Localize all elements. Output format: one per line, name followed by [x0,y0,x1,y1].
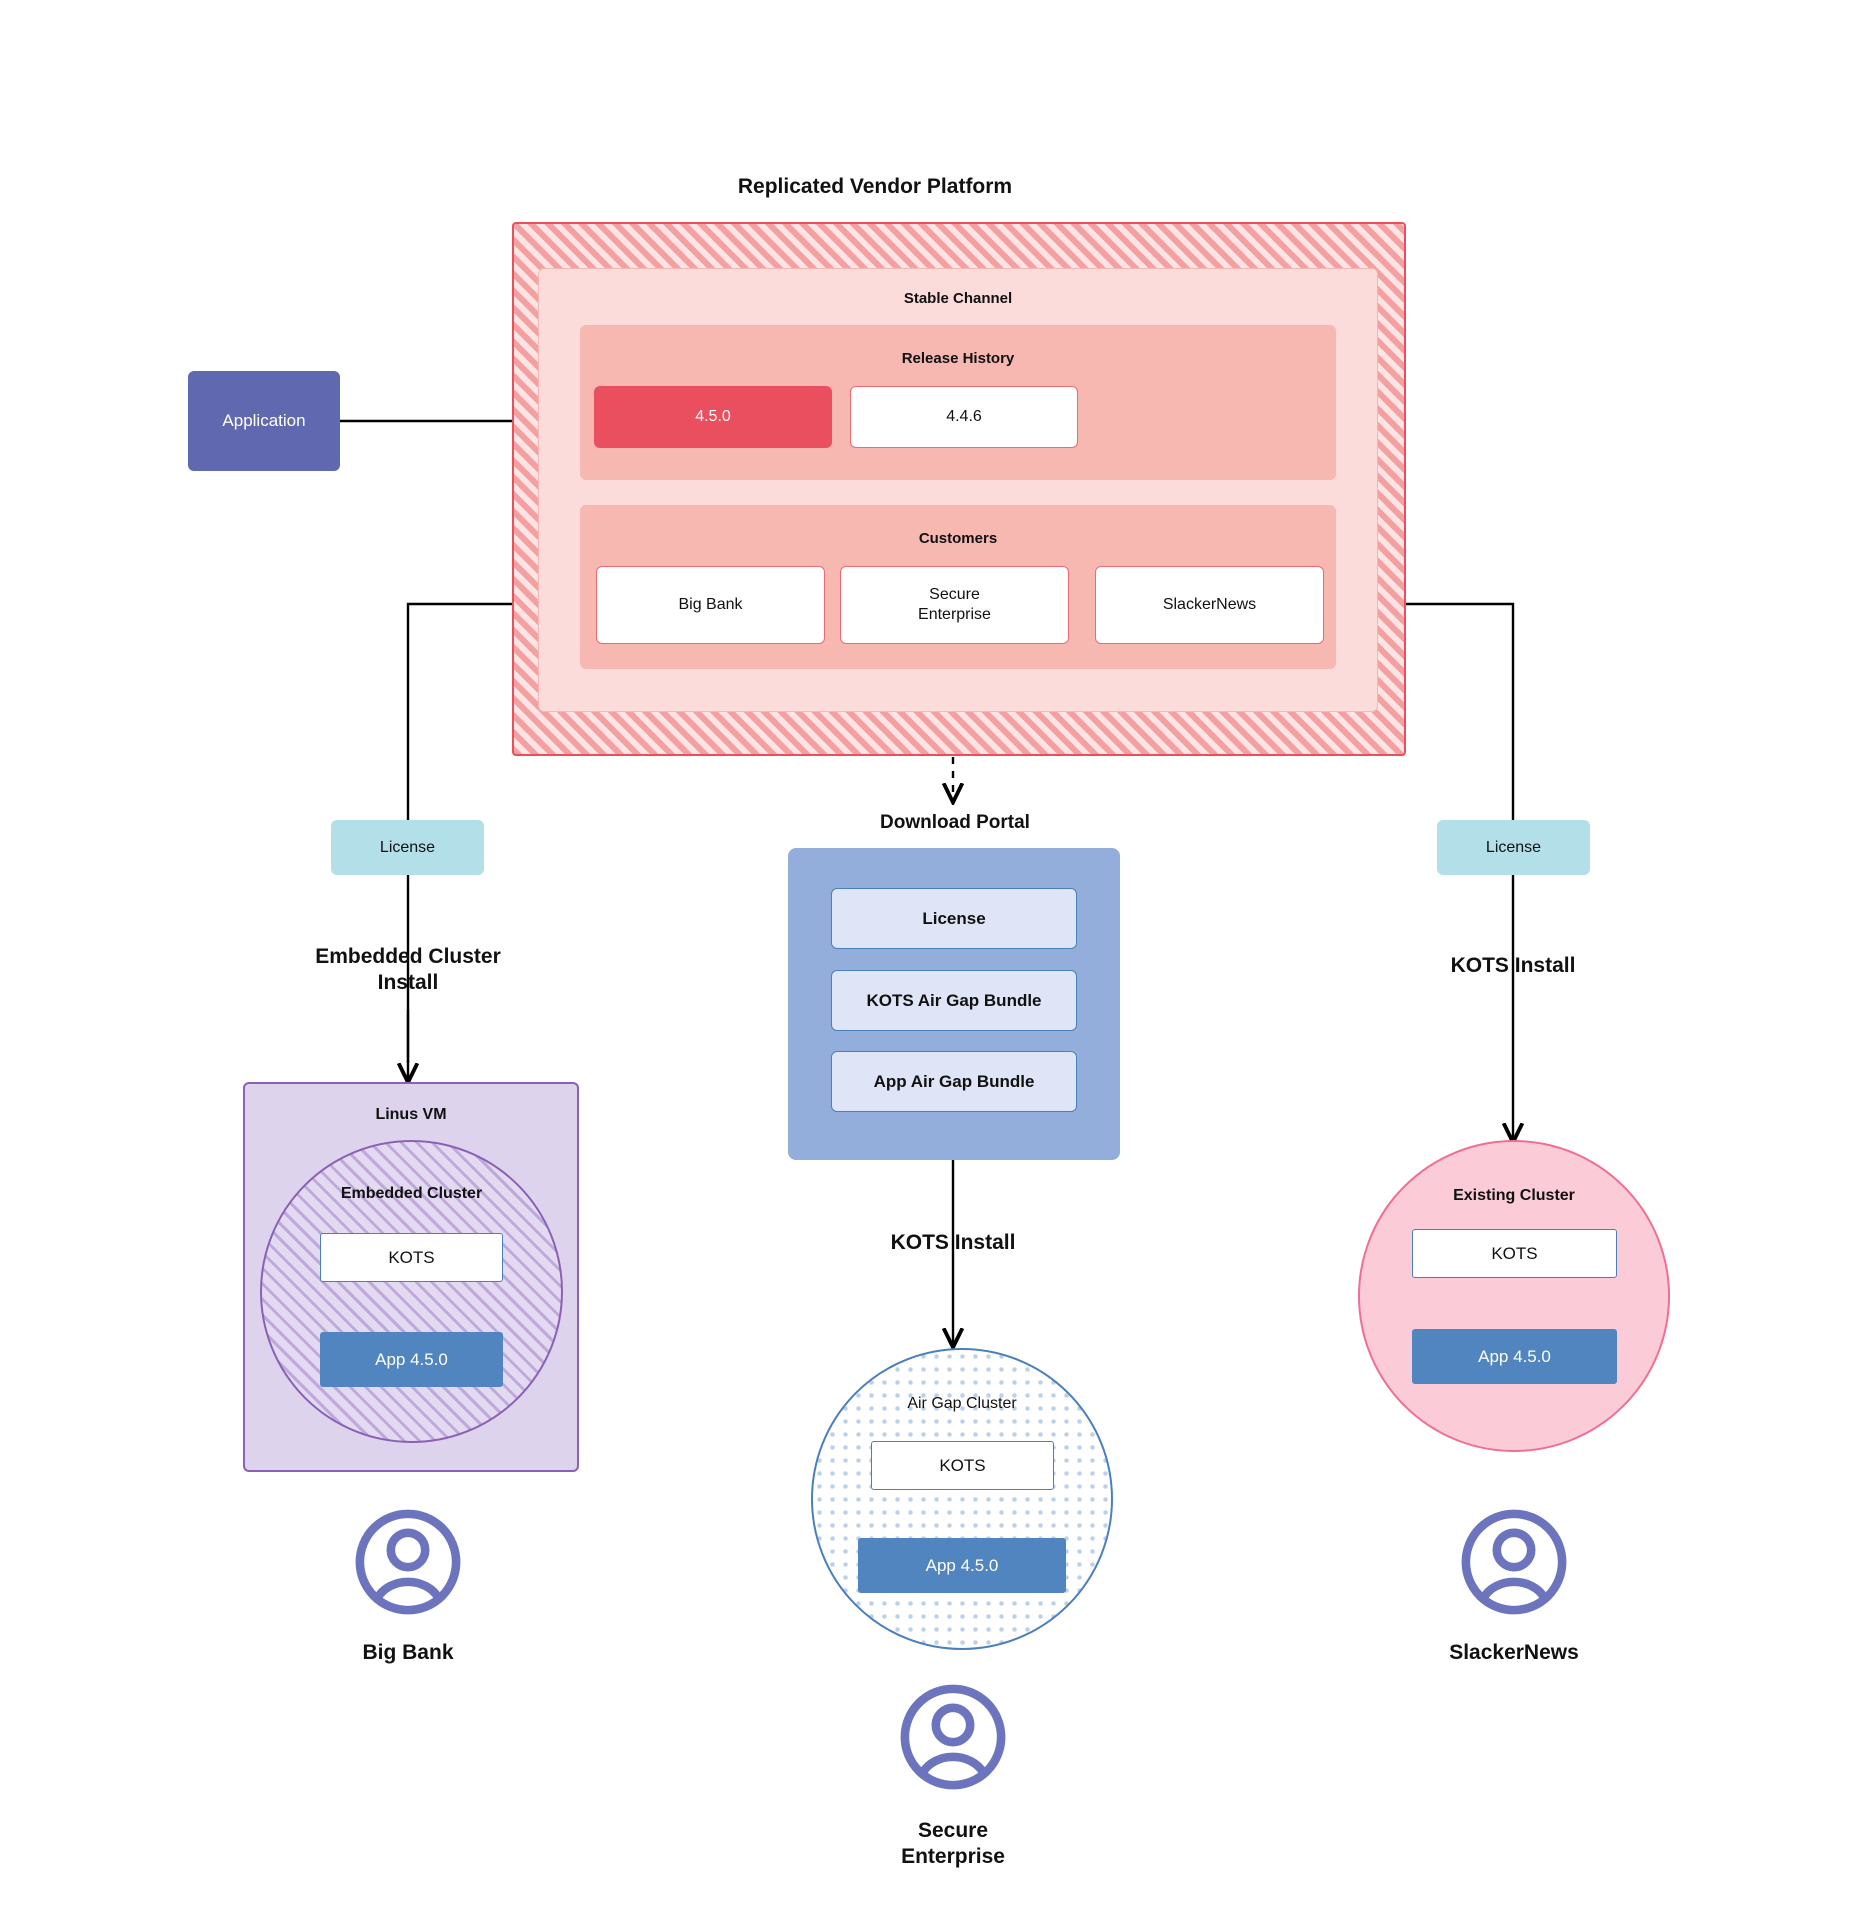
embedded-cluster-app-chip[interactable]: App 4.5.0 [320,1332,503,1387]
embedded-cluster-title: Embedded Cluster [340,1185,483,1202]
user-avatar-icon [353,1507,463,1617]
customers-title: Customers [918,529,998,547]
license-chip-left[interactable]: License [331,820,484,875]
existing-cluster-title: Existing Cluster [1453,1187,1575,1204]
release-chip-active[interactable]: 4.5.0 [594,386,832,448]
release-chip-inactive[interactable]: 4.4.6 [850,386,1078,448]
existing-cluster-circle [1358,1140,1670,1452]
stable-channel-title: Stable Channel [903,289,1013,307]
flow-label-embedded-cluster-install: Embedded Cluster Install [315,944,501,994]
linux-vm-title: Linus VM [375,1106,447,1123]
air-gap-cluster-kots-chip[interactable]: KOTS [871,1441,1054,1490]
user-avatar-icon [898,1682,1008,1792]
end-user-label-big-bank: Big Bank [362,1640,454,1664]
customer-chip-secure-enterprise[interactable]: Secure Enterprise [840,566,1069,644]
customer-chip-slackernews[interactable]: SlackerNews [1095,566,1324,644]
air-gap-cluster-circle [811,1348,1113,1650]
portal-item-kots-air-gap-bundle[interactable]: KOTS Air Gap Bundle [831,970,1077,1031]
end-user-label-slackernews: SlackerNews [1449,1640,1579,1664]
end-user-label-secure-enterprise: Secure Enterprise [901,1818,1005,1868]
application-box[interactable]: Application [188,371,340,471]
existing-cluster-kots-chip[interactable]: KOTS [1412,1229,1617,1278]
license-chip-right[interactable]: License [1437,820,1590,875]
release-history-title: Release History [901,349,1015,367]
customer-chip-big-bank[interactable]: Big Bank [596,566,825,644]
portal-item-license[interactable]: License [831,888,1077,949]
user-avatar-icon [1459,1507,1569,1617]
embedded-cluster-circle [260,1140,563,1443]
flow-label-kots-install-right: KOTS Install [1450,953,1576,977]
air-gap-cluster-title: Air Gap Cluster [907,1395,1017,1412]
flow-label-kots-install-center: KOTS Install [890,1230,1016,1254]
portal-item-app-air-gap-bundle[interactable]: App Air Gap Bundle [831,1051,1077,1112]
existing-cluster-app-chip[interactable]: App 4.5.0 [1412,1329,1617,1384]
download-portal-title: Download Portal [880,812,1030,834]
page-title: Replicated Vendor Platform [737,174,1013,198]
embedded-cluster-kots-chip[interactable]: KOTS [320,1233,503,1282]
air-gap-cluster-app-chip[interactable]: App 4.5.0 [858,1538,1066,1593]
